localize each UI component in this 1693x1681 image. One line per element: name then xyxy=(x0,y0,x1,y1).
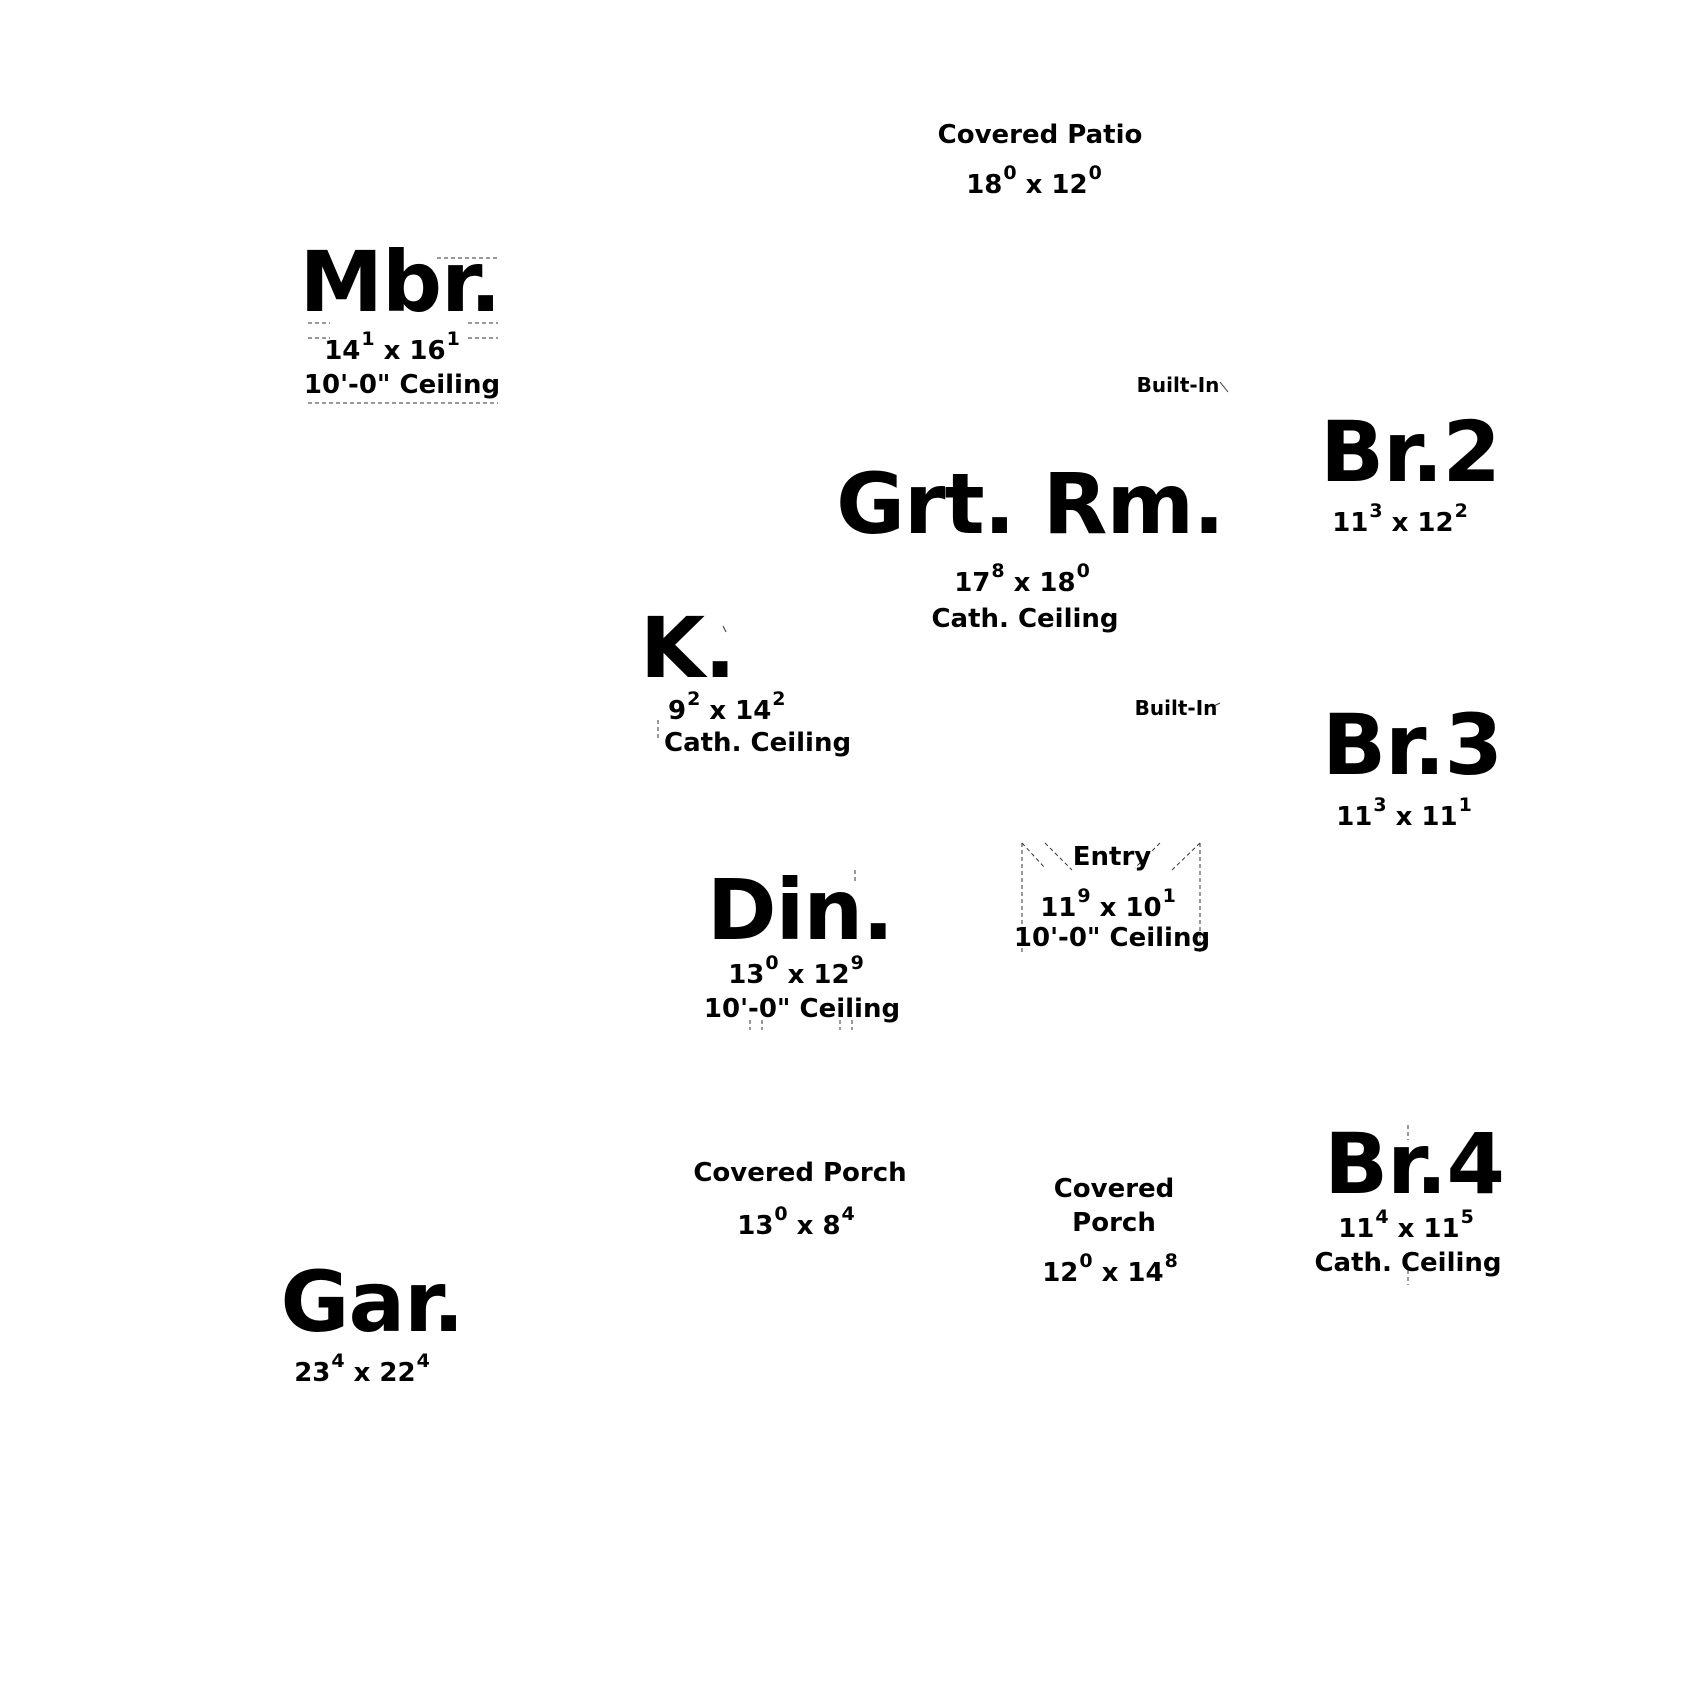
garage-label: Gar. xyxy=(280,1253,465,1351)
built-in-label-lower: Built-In xyxy=(1134,696,1218,720)
kitchen-ceiling: Cath. Ceiling xyxy=(664,728,852,758)
kitchen-label: K. xyxy=(640,599,736,697)
mbr-label: Mbr. xyxy=(299,233,501,331)
mbr-ceiling: 10'-0" Ceiling xyxy=(303,370,501,400)
br4-ceiling: Cath. Ceiling xyxy=(1314,1248,1502,1278)
br3-label: Br.3 xyxy=(1322,696,1503,794)
covered-patio-label: Covered Patio xyxy=(937,120,1143,150)
great-room-label: Grt. Rm. xyxy=(836,455,1225,553)
covered-porch-side-label-line1: Covered xyxy=(1053,1174,1175,1204)
entry-ceiling: 10'-0" Ceiling xyxy=(1013,923,1211,953)
covered-porch-front-label: Covered Porch xyxy=(693,1158,907,1188)
dining-label: Din. xyxy=(706,861,894,959)
built-in-label-upper: Built-In xyxy=(1136,373,1220,397)
dining-ceiling: 10'-0" Ceiling xyxy=(703,994,901,1024)
br2-label: Br.2 xyxy=(1320,403,1501,501)
entry-label: Entry xyxy=(1072,842,1152,872)
great-room-ceiling: Cath. Ceiling xyxy=(931,604,1119,634)
covered-porch-side-label-line2: Porch xyxy=(1072,1208,1156,1238)
br4-label: Br.4 xyxy=(1324,1115,1505,1213)
